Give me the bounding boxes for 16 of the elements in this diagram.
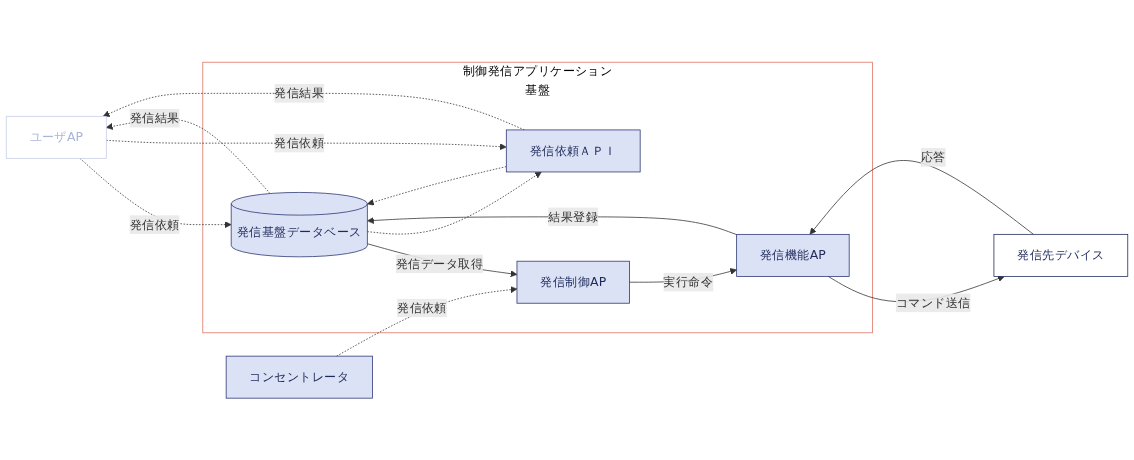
edge-label: 発信結果	[129, 110, 180, 126]
edge-label: コマンド送信	[895, 294, 971, 310]
edge-label: 応答	[920, 149, 946, 165]
edge-label: 実行命令	[663, 274, 714, 290]
edge-label: 発信依頼	[129, 216, 180, 232]
edge-label: 結果登録	[548, 208, 599, 224]
edge-label: 発信データ取得	[395, 255, 483, 271]
edge-label: 発信依頼	[397, 299, 447, 315]
edge-label: 発信依頼	[274, 135, 325, 150]
node-box: 発信先デバイス	[993, 233, 1129, 277]
edge-label: 発信結果	[274, 85, 325, 101]
node-box: ユーザAP	[5, 115, 107, 159]
node-box: コンセントレータ	[225, 355, 373, 399]
node-box: 発信依頼ＡＰＩ	[505, 129, 641, 173]
node-box: 発信機能AP	[736, 233, 850, 277]
node-box: 発信制御AP	[516, 260, 630, 304]
